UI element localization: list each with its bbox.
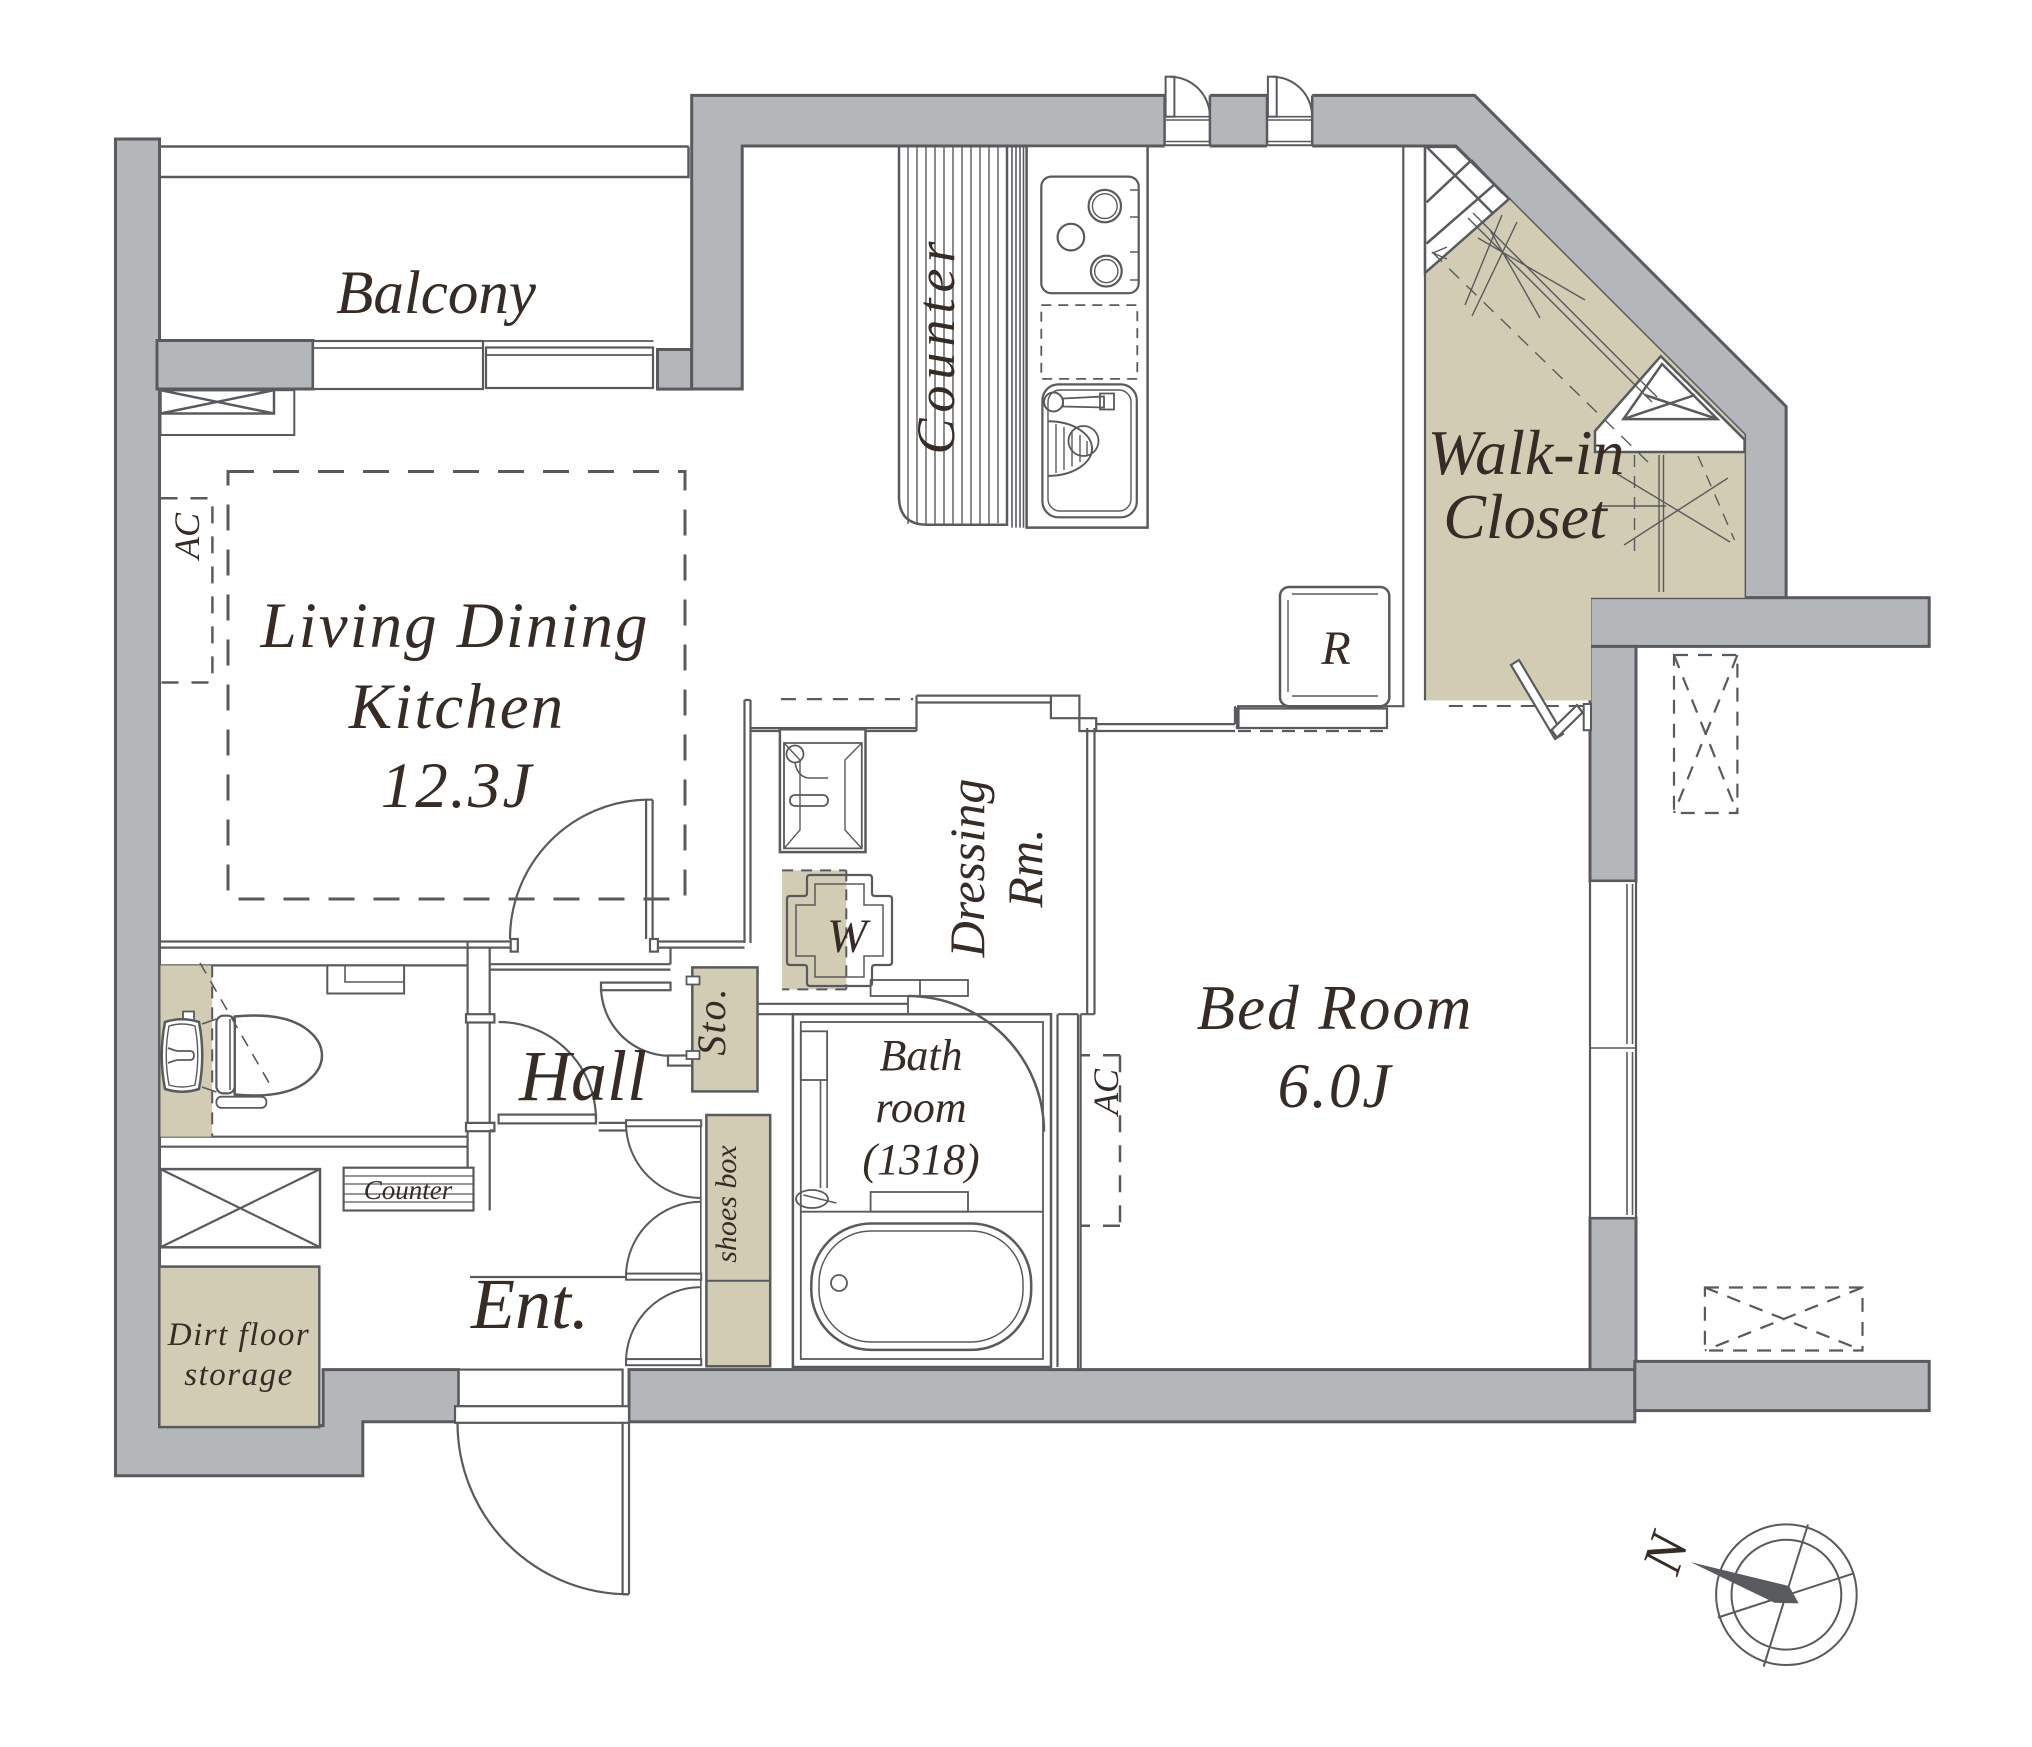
svg-text:Kitchen: Kitchen bbox=[348, 671, 565, 743]
svg-text:Counter: Counter bbox=[906, 235, 966, 454]
svg-text:AC: AC bbox=[1086, 1068, 1126, 1117]
svg-text:Bath: Bath bbox=[879, 1031, 962, 1080]
svg-text:Rm.: Rm. bbox=[997, 828, 1053, 908]
svg-text:R: R bbox=[1320, 622, 1350, 675]
svg-text:(1318): (1318) bbox=[862, 1135, 979, 1184]
svg-text:Walk-in: Walk-in bbox=[1428, 417, 1625, 488]
svg-text:Ent.: Ent. bbox=[470, 1264, 589, 1344]
svg-text:Counter: Counter bbox=[364, 1175, 453, 1205]
svg-text:shoes box: shoes box bbox=[710, 1145, 743, 1263]
svg-text:Dressing: Dressing bbox=[939, 779, 995, 959]
svg-text:Closet: Closet bbox=[1443, 481, 1609, 552]
svg-text:Bed Room: Bed Room bbox=[1197, 973, 1474, 1043]
svg-text:Living Dining: Living Dining bbox=[260, 590, 650, 662]
svg-text:AC: AC bbox=[167, 512, 207, 561]
svg-text:Hall: Hall bbox=[518, 1036, 647, 1116]
svg-text:room: room bbox=[875, 1083, 966, 1132]
svg-text:Balcony: Balcony bbox=[336, 260, 537, 327]
svg-text:Sto.: Sto. bbox=[689, 986, 734, 1055]
svg-text:W: W bbox=[827, 910, 871, 963]
svg-text:12.3J: 12.3J bbox=[381, 750, 535, 822]
svg-text:Dirt floor: Dirt floor bbox=[167, 1317, 310, 1353]
svg-text:6.0J: 6.0J bbox=[1278, 1051, 1394, 1121]
svg-text:storage: storage bbox=[184, 1357, 294, 1393]
